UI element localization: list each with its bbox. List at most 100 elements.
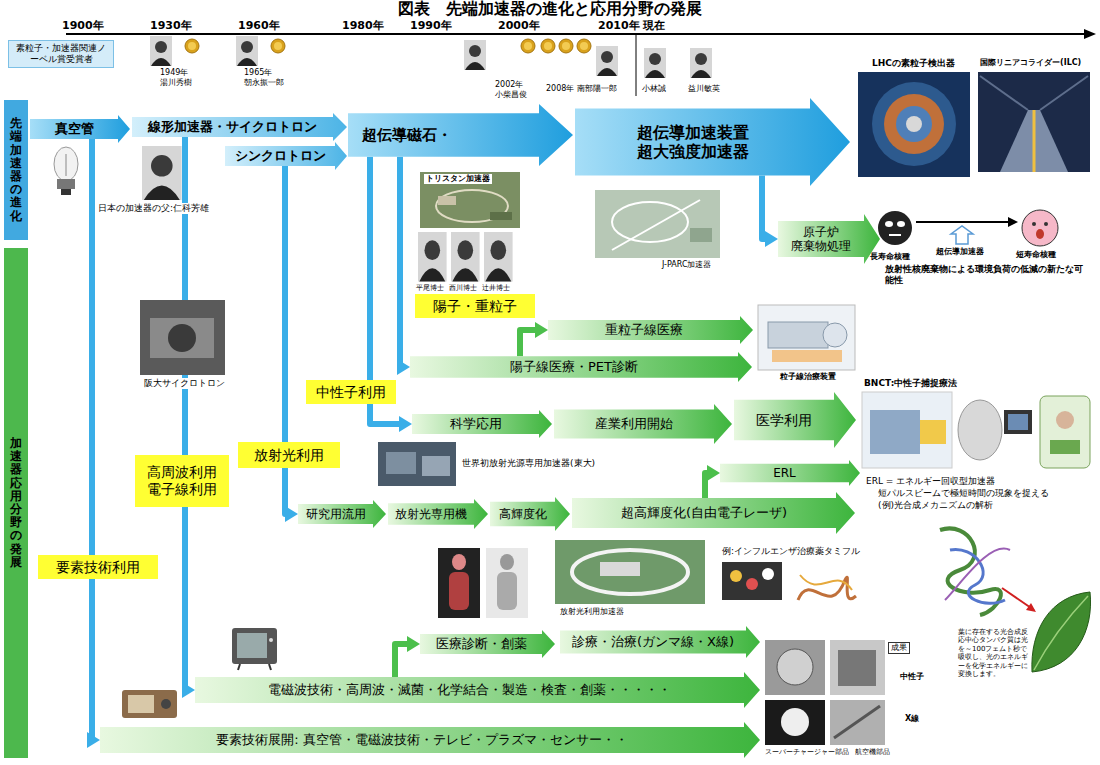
connector (285, 166, 298, 522)
leaf-part (1032, 592, 1091, 672)
arrow-body (410, 352, 752, 382)
node-text: 超伝導磁石・ (362, 126, 452, 144)
arrow-head (407, 636, 420, 652)
material-images-part (765, 700, 825, 745)
radio-part (128, 695, 154, 713)
node-text: 超高輝度化(自由電子レーザ) (621, 505, 787, 521)
arrow-body (348, 104, 573, 166)
nobel-portraits-part (690, 48, 712, 78)
node-text-wrap: 産業利用開始 (595, 416, 673, 432)
annotation-label: 2000年 (498, 19, 540, 32)
osaka-cyclotron-photo-part (140, 300, 225, 375)
arrow-body (778, 214, 880, 264)
arrow-band: 線形加速器・サイクロトロン (132, 113, 347, 141)
pet-images-part (449, 572, 469, 610)
arrow-body (575, 98, 850, 186)
ilc-photo-part (978, 72, 1090, 172)
node-body: 中性子利用 (306, 380, 396, 404)
connector (397, 157, 410, 375)
photosystem-protein-part (945, 549, 1010, 600)
arrow-band: 放射光専用機 (388, 499, 488, 529)
television-part (237, 633, 267, 658)
nuclide-figure-part (878, 211, 912, 245)
pet-images-part (438, 548, 480, 618)
annotation-label: 1990年 (410, 19, 452, 32)
connector-line (183, 137, 185, 690)
arrow-body (420, 630, 555, 658)
node-text-wrap: 高周波利用 電子線利用 (140, 464, 224, 498)
tamiflu-pills-part (762, 568, 774, 580)
television (232, 628, 277, 670)
arrow-body (720, 460, 860, 486)
annotation-label: (例)光合成メカニズムの解析 (878, 500, 993, 511)
pet-images-part (497, 572, 517, 610)
category-label-box: 放射光利用 (238, 442, 340, 468)
annotation-label: 2010年 現在 (598, 19, 665, 32)
node-body: 高輝度化 (490, 497, 555, 531)
diagram-title: 図表 先端加速器の進化と応用分野の発展 (0, 0, 1100, 18)
node-text-wrap: 科学応用 (450, 416, 502, 432)
arrow-band: 超伝導加速装置 超大強度加速器 (575, 98, 850, 186)
annotation-label: X線 (905, 714, 919, 724)
jparc-photo-part (690, 228, 712, 242)
nobel-portraits-part (150, 36, 172, 66)
annotation-label: LHCの素粒子検出器 (872, 58, 955, 69)
annotation-label: 小林誠 (642, 84, 666, 94)
lhc-detector-photo-part (872, 82, 956, 166)
pet-images-part (500, 554, 514, 570)
arrow-band: 医学利用 (734, 392, 856, 448)
lhc-detector-photo-part (906, 116, 922, 132)
node-text: 高周波利用 電子線利用 (140, 464, 224, 498)
category-label-box: 要素技術利用 (38, 555, 158, 579)
node-body: 陽子線医療・PET診断 (410, 352, 738, 382)
connector-line (88, 139, 92, 740)
node-body: 陽子・重粒子 (415, 294, 535, 318)
television-part (238, 664, 240, 670)
connector (182, 137, 195, 698)
node-body: 医療診断・創薬 (420, 630, 542, 658)
node-text-wrap: 加速器応用分野の発展 (10, 437, 22, 569)
jparc-photo-part (612, 200, 700, 250)
node-text: ERL (773, 466, 796, 480)
node-body: 電磁波技術・高周波・滅菌・化学結合・製造・検査・創薬・・・・・ (195, 672, 744, 708)
radio (122, 690, 177, 718)
particle-therapy-photo-part (768, 322, 828, 348)
protein-structure-part (790, 560, 860, 622)
arrow-head (707, 465, 720, 481)
node-text-wrap: 放射光利用 (254, 447, 324, 464)
node-body: 加速器応用分野の発展 (4, 248, 28, 758)
arrow-head (535, 322, 548, 338)
pet-images-part (486, 548, 528, 618)
annotation-label: 辻井博士 (482, 284, 510, 292)
nobel-portraits (150, 36, 712, 78)
node-body: 超伝導加速装置 超大強度加速器 (575, 98, 810, 186)
node-text-wrap: 医療診断・創薬 (436, 636, 527, 652)
bnct-figure-part (1056, 411, 1074, 429)
node-body: 研究用流用 (298, 500, 373, 528)
nuclide-figure (878, 210, 1058, 246)
annotation-label: 国際リニアコライダー(ILC) (980, 58, 1081, 68)
node-text-wrap: 素粒子・加速器関連ノーベル賞受賞者 (13, 43, 109, 65)
television-part (269, 664, 271, 670)
arrow-band: 重粒子線医療 (548, 316, 753, 344)
connector (520, 322, 548, 356)
arrow-band: 要素技術展開: 真空管・電磁波技術・テレビ・プラズマ・センサー・・ (100, 722, 760, 758)
nobel-medals-part (271, 39, 285, 53)
vacuum-tube-part (66, 154, 67, 176)
first-sr-accelerator-photo-part (386, 452, 416, 474)
vacuum-tube-part (61, 189, 71, 195)
node-body: 素粒子・加速器関連ノーベル賞受賞者 (9, 41, 113, 67)
protein-structure (790, 560, 860, 622)
particle-therapy-photo-part (758, 305, 855, 370)
vacuum-tube-part (54, 147, 78, 181)
annotation-label: 放射性核廃棄物による環境負荷の低減の新たな可能性 (885, 264, 1085, 286)
node-body: 放射光専用機 (388, 499, 474, 529)
annotation-label: 西川博士 (449, 284, 477, 292)
bnct-figure-part (1050, 440, 1080, 454)
category-label-box: 中性子利用 (306, 380, 396, 404)
lhc-detector-photo-part (858, 72, 970, 177)
arrow-band: 医療診断・創薬 (420, 630, 555, 658)
tamiflu-pills-part (722, 562, 782, 600)
arrow-body (572, 492, 855, 534)
category-label-box: 高周波利用 電子線利用 (135, 455, 229, 507)
